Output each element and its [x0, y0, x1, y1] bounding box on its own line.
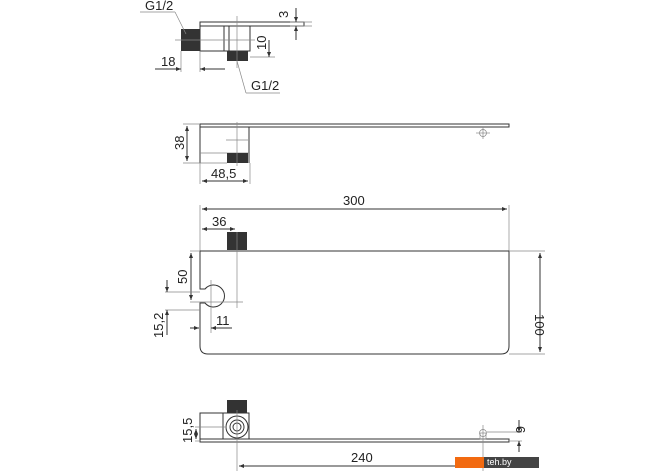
- label-36: 36: [212, 214, 226, 229]
- label-100: 100: [532, 314, 547, 336]
- front-view: 15,5 6 240: [180, 400, 528, 471]
- label-48-5: 48,5: [211, 166, 236, 181]
- label-50: 50: [175, 270, 190, 284]
- label-18: 18: [161, 54, 175, 69]
- watermark: teh.by: [455, 457, 539, 468]
- watermark-logo-block: [455, 457, 484, 468]
- side-view: 38 48,5: [172, 122, 510, 184]
- thread-outlet: [227, 51, 248, 61]
- label-3: 3: [276, 11, 291, 18]
- label-11: 11: [216, 313, 230, 328]
- label-300: 300: [343, 193, 365, 208]
- label-6: 6: [513, 426, 528, 433]
- label-15-2: 15,2: [151, 313, 166, 338]
- label-g12-inlet: G1/2: [145, 0, 173, 13]
- label-15-5: 15,5: [180, 418, 195, 443]
- watermark-text: teh.by: [484, 457, 539, 468]
- label-g12-outlet: G1/2: [251, 78, 279, 93]
- top-view: G1/2 3 10 18 G1/2: [140, 0, 312, 94]
- label-240: 240: [351, 450, 373, 465]
- plan-view: 300 36 50 100 15,2 11: [151, 193, 547, 355]
- label-10: 10: [254, 36, 269, 50]
- label-38: 38: [172, 136, 187, 150]
